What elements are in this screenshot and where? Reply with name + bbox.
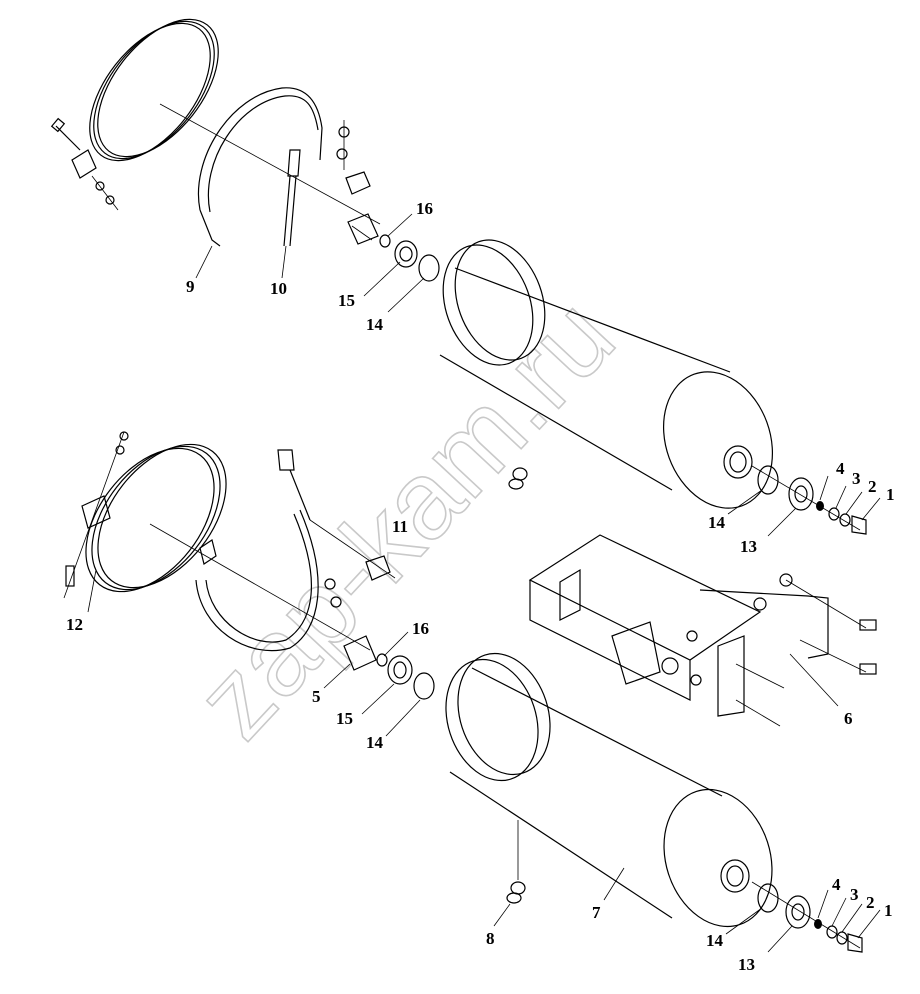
fitting-lower <box>343 635 435 700</box>
bolt-nut-set-upper <box>336 120 371 195</box>
callout-15: 15 <box>336 709 353 728</box>
air-tank-upper <box>439 239 774 509</box>
callout-13: 13 <box>740 537 757 556</box>
callout-14: 14 <box>708 513 726 532</box>
callout-7: 7 <box>592 903 601 922</box>
callout-10: 10 <box>270 279 287 298</box>
callout-9: 9 <box>186 277 195 296</box>
callout-5: 5 <box>312 687 321 706</box>
leader-lines <box>87 213 881 953</box>
callout-1: 1 <box>884 901 893 920</box>
callout-15: 15 <box>338 291 355 310</box>
callout-3: 3 <box>850 885 859 904</box>
callout-8: 8 <box>486 929 495 948</box>
callout-14: 14 <box>706 931 724 950</box>
mounting-bracket-6 <box>528 534 877 727</box>
fitting-upper <box>347 213 440 282</box>
callout-14: 14 <box>366 733 384 752</box>
end-fittings-upper <box>751 465 867 535</box>
callout-3: 3 <box>852 469 861 488</box>
callout-4: 4 <box>836 459 845 478</box>
callout-16: 16 <box>412 619 429 638</box>
callout-4: 4 <box>832 875 841 894</box>
callout-2: 2 <box>866 893 875 912</box>
callout-1: 1 <box>886 485 895 504</box>
end-fittings-lower <box>751 881 863 953</box>
callout-11: 11 <box>392 517 408 536</box>
callout-12: 12 <box>66 615 83 634</box>
clamp-band-12 <box>63 431 227 599</box>
callout-6: 6 <box>844 709 853 728</box>
callout-16: 16 <box>416 199 433 218</box>
strap-10 <box>159 87 381 247</box>
strap-11 <box>149 449 396 652</box>
callout-14: 14 <box>366 315 384 334</box>
callout-13: 13 <box>738 955 755 974</box>
clamp-band-9 <box>50 18 219 211</box>
callout-2: 2 <box>868 477 877 496</box>
air-tank-lower-7 <box>445 652 773 928</box>
